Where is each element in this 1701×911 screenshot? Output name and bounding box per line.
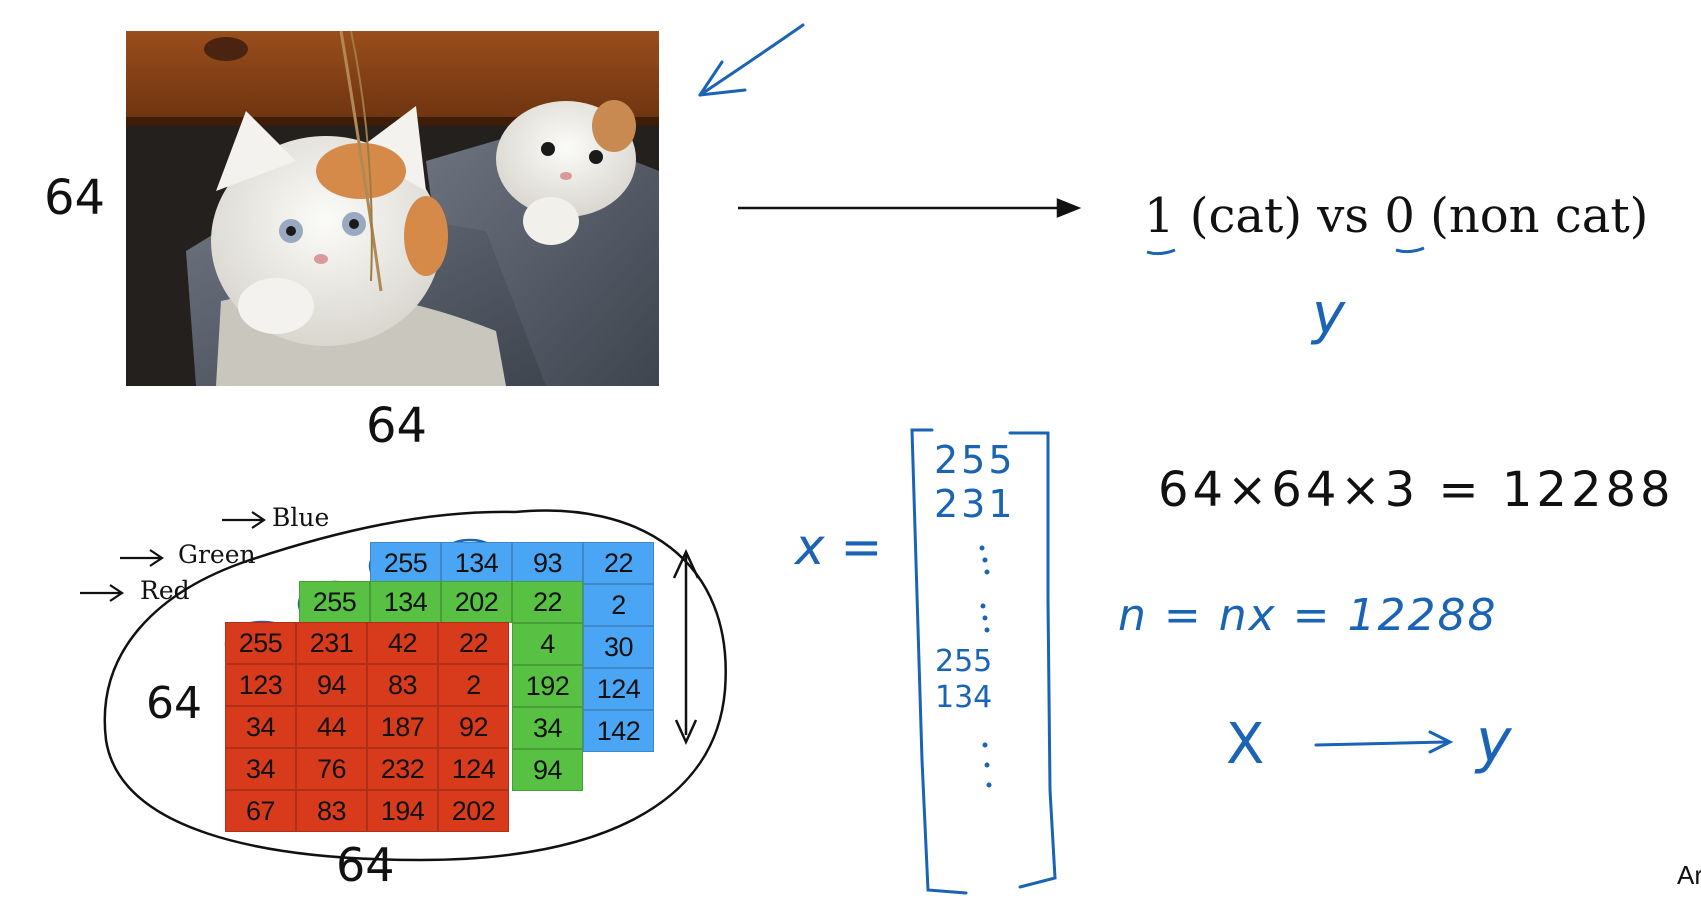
grid-cell: 255: [370, 542, 441, 584]
grid-cell: 124: [583, 668, 654, 710]
vector-mid-values: 255 134: [935, 644, 992, 716]
n-equation: n = nx = 12288: [1118, 590, 1498, 641]
grid-cell: 2: [583, 584, 654, 626]
grid-cell: 232: [367, 748, 438, 790]
grid-cell: 202: [441, 581, 512, 623]
grid-cell: 202: [438, 790, 509, 832]
vector-bracket: [910, 428, 1057, 895]
dimension-equation: 64×64×3 = 12288: [1158, 462, 1675, 518]
grid-cell: 142: [583, 710, 654, 752]
grid-cols-label: 64: [336, 838, 395, 892]
grid-cell: 30: [583, 626, 654, 668]
grid-cell: 34: [225, 706, 296, 748]
vertical-double-arrow-icon: [672, 549, 700, 746]
grid-cell: 76: [296, 748, 367, 790]
x-equals-label: x =: [795, 518, 883, 576]
grid-cell: 94: [512, 749, 583, 791]
label-noncat: (non cat): [1414, 188, 1649, 244]
channel-arrows-icon: [80, 511, 266, 602]
kittens-photo: [126, 31, 659, 386]
grid-cell: 255: [225, 622, 296, 664]
grid-cell: 22: [438, 622, 509, 664]
grid-cell: 94: [296, 664, 367, 706]
grid-cell: 83: [296, 790, 367, 832]
green-channel-label: Green: [178, 540, 256, 569]
grid-cell: 187: [367, 706, 438, 748]
mapping-x-label: X: [1226, 712, 1265, 777]
grid-cell: 67: [225, 790, 296, 832]
grid-cell: 34: [512, 707, 583, 749]
pointer-arrow-icon: [698, 23, 805, 97]
label-one: 1: [1144, 188, 1175, 244]
grid-cell: 123: [225, 664, 296, 706]
red-channel-label: Red: [140, 576, 190, 605]
right-arrow-icon: [738, 198, 1082, 218]
grid-cell: 134: [370, 581, 441, 623]
label-cat: (cat) vs: [1174, 188, 1385, 244]
y-label: y: [1312, 282, 1346, 347]
classification-formula: 1 (cat) vs 0 (non cat): [1144, 188, 1648, 244]
vector-value: 255: [934, 438, 1016, 482]
grid-cell: 124: [438, 748, 509, 790]
photo-height-label: 64: [44, 170, 106, 226]
grid-rows-label: 64: [146, 678, 202, 729]
vector-ellipsis: [979, 545, 992, 788]
grid-cell: 42: [367, 622, 438, 664]
grid-cell: 4: [512, 623, 583, 665]
grid-cell: 231: [296, 622, 367, 664]
grid-enclosure-loop: [103, 509, 727, 862]
underline-one: [1146, 248, 1176, 256]
grid-cell: 22: [512, 581, 583, 623]
vector-value: 231: [934, 482, 1016, 526]
mapping-arrow-icon: [1314, 730, 1454, 754]
grid-cell: 192: [512, 665, 583, 707]
photo-width-label: 64: [366, 398, 428, 454]
grid-cell: 44: [296, 706, 367, 748]
grid-cell: 92: [438, 706, 509, 748]
grid-cell: 83: [367, 664, 438, 706]
blue-channel-label: Blue: [272, 503, 330, 532]
grid-cell: 93: [512, 542, 583, 584]
author-watermark: Ar: [1677, 860, 1701, 890]
vector-value: 255: [935, 644, 993, 679]
label-zero: 0: [1384, 188, 1415, 244]
grid-cell: 194: [367, 790, 438, 832]
mapping-y-label: y: [1476, 706, 1512, 776]
grid-cell: 22: [583, 542, 654, 584]
grid-cell: 2: [438, 664, 509, 706]
underline-zero: [1395, 246, 1425, 254]
grid-cell: 134: [441, 542, 512, 584]
grid-cell: 34: [225, 748, 296, 790]
vector-top-values: 255 231: [934, 438, 1016, 526]
kittens-in-shoes-icon: [126, 31, 659, 386]
grid-cell: 255: [299, 581, 370, 623]
vector-value: 134: [935, 680, 993, 715]
